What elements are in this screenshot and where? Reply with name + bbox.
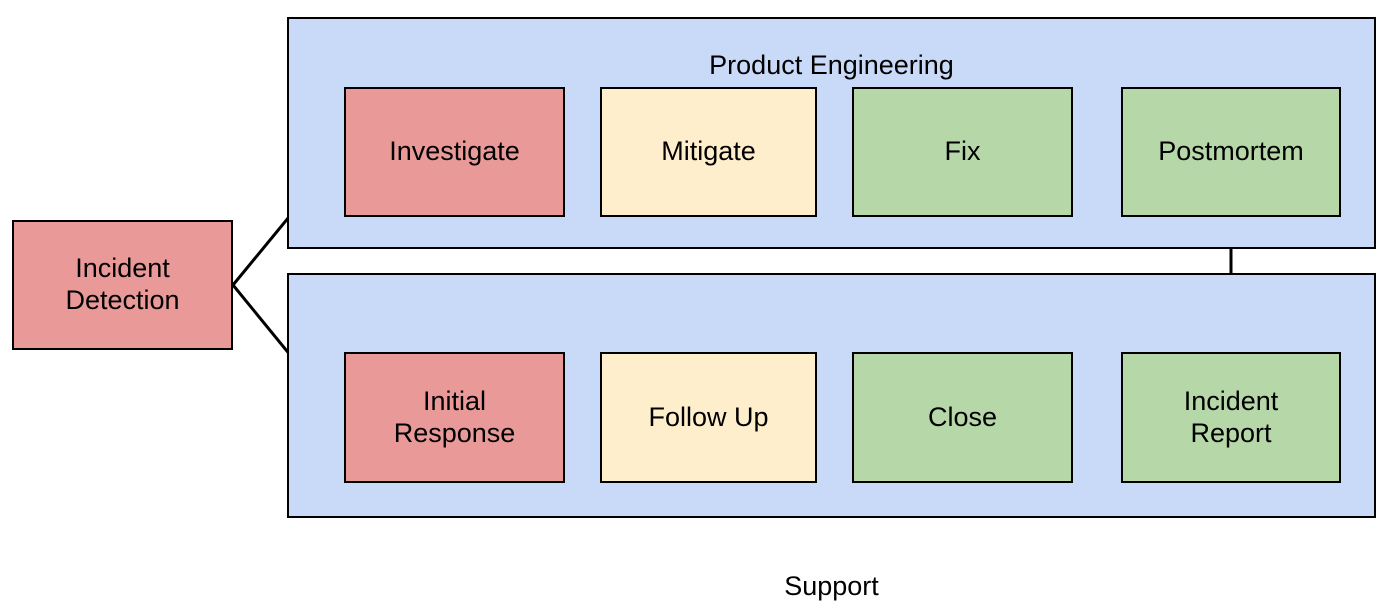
node-mitigate[interactable]: Mitigate (600, 87, 817, 217)
node-incident-detection[interactable]: Incident Detection (12, 220, 233, 350)
node-investigate[interactable]: Investigate (344, 87, 565, 217)
node-fix[interactable]: Fix (852, 87, 1073, 217)
swimlane-title-support: Support (784, 571, 879, 601)
node-initial-response[interactable]: Initial Response (344, 352, 565, 483)
node-incident-report[interactable]: Incident Report (1121, 352, 1341, 483)
node-follow-up[interactable]: Follow Up (600, 352, 817, 483)
node-postmortem[interactable]: Postmortem (1121, 87, 1341, 217)
swimlane-title-product-engineering: Product Engineering (709, 50, 954, 80)
diagram-canvas: Product Engineering Support Incident Det… (12, 17, 1376, 600)
node-close[interactable]: Close (852, 352, 1073, 483)
